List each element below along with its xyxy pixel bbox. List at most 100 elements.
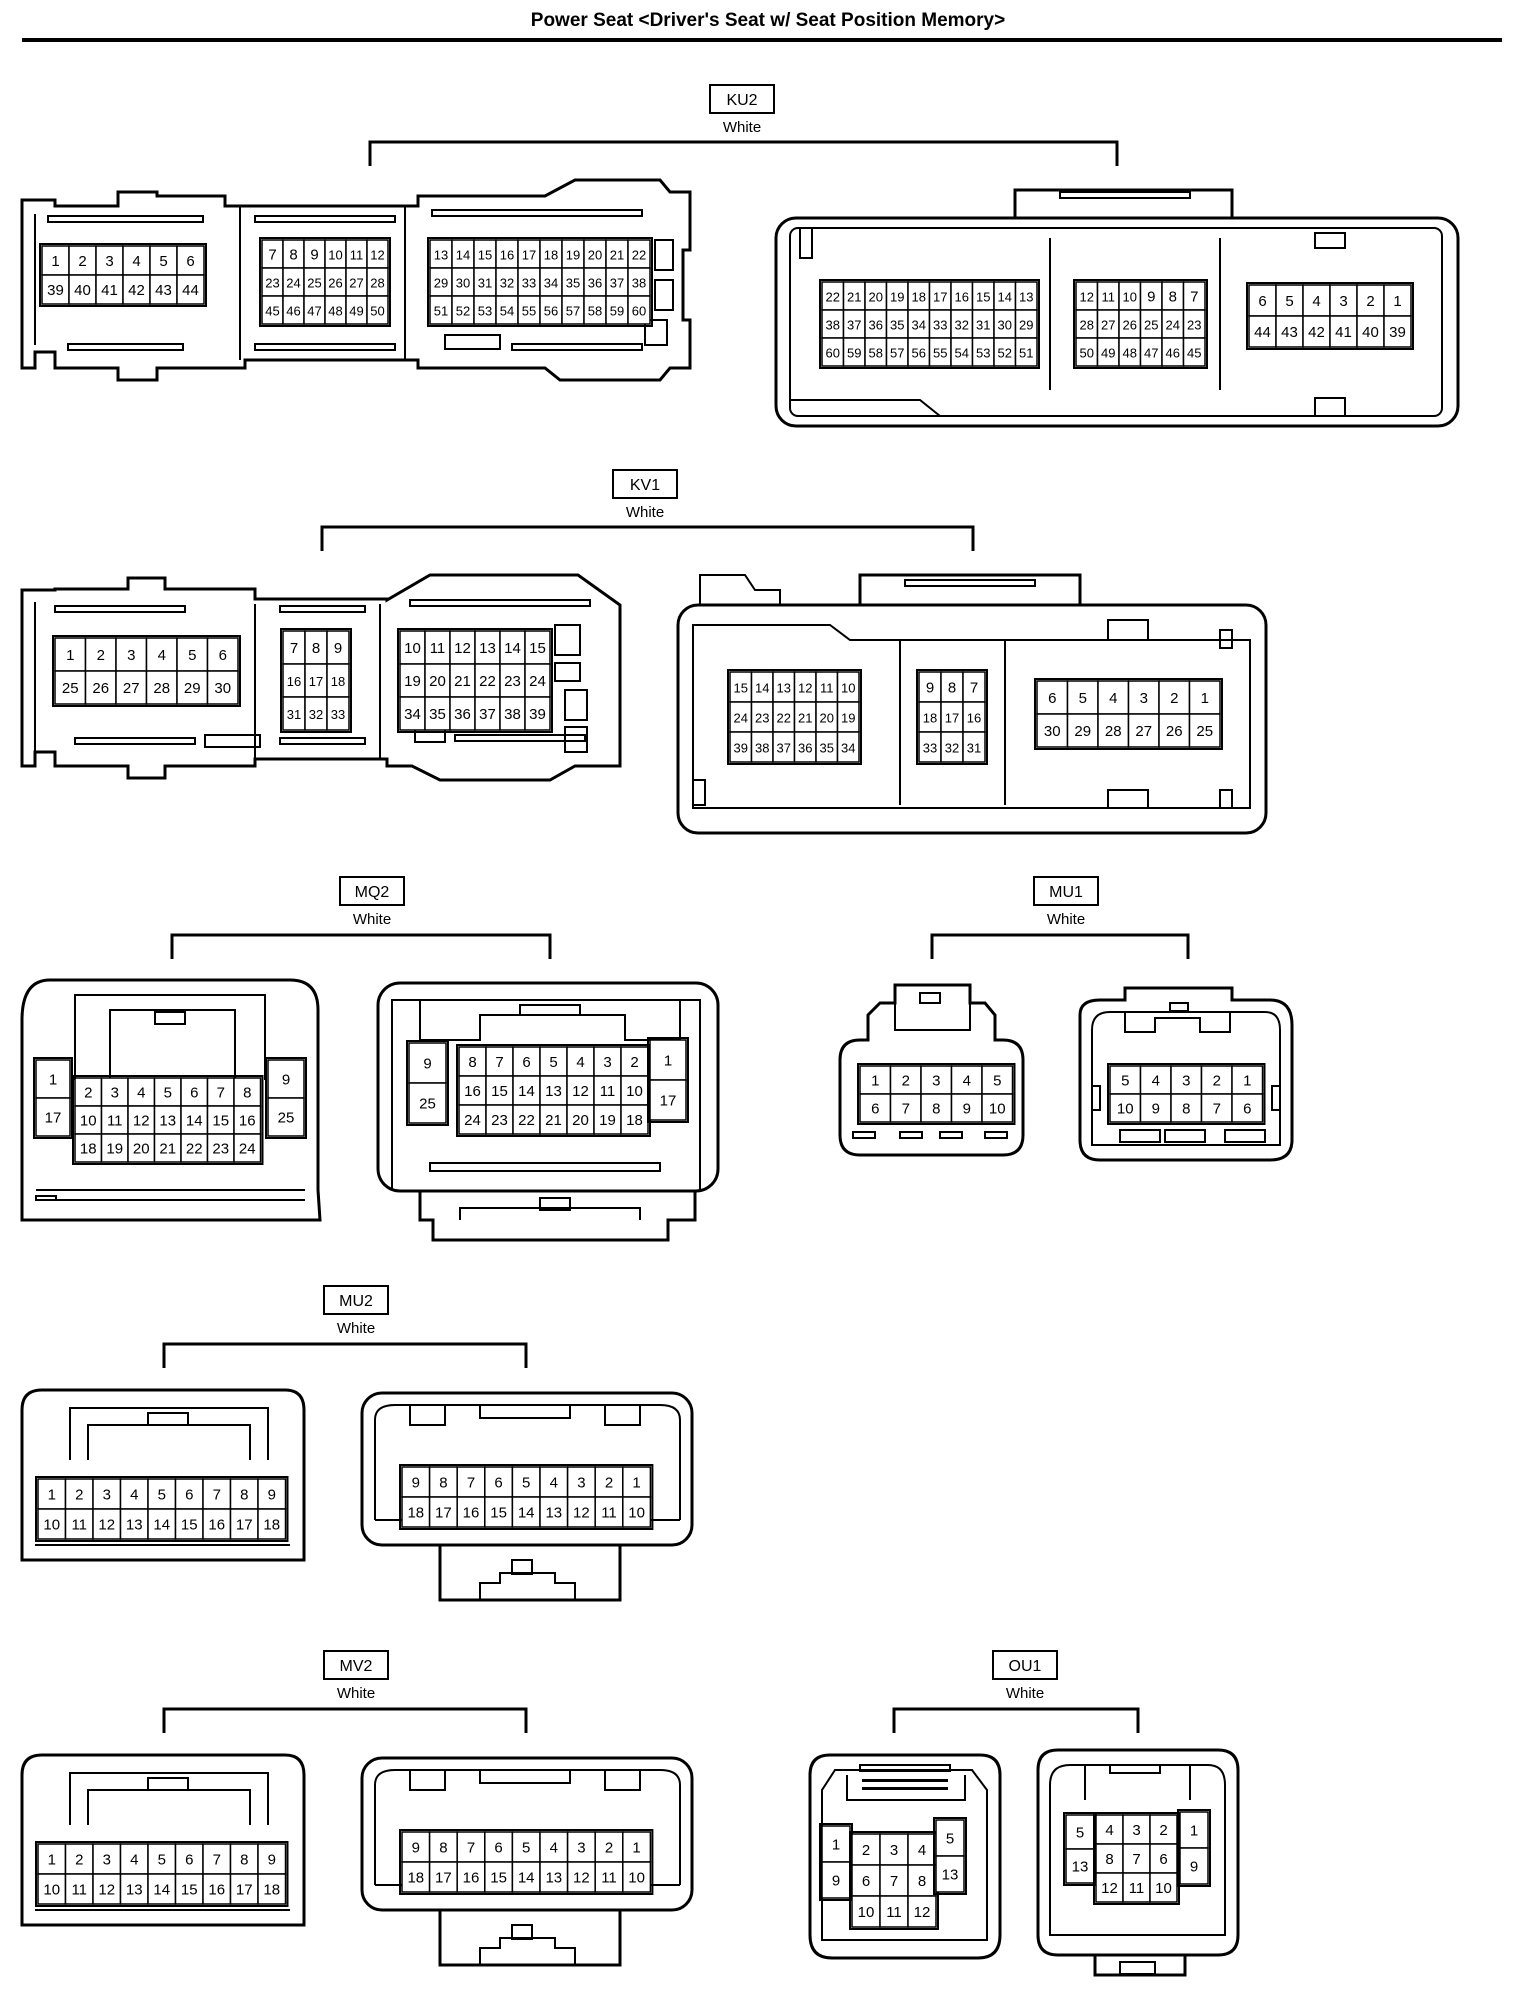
pin-block-frame bbox=[1034, 678, 1223, 750]
pin-number: 1 bbox=[871, 1073, 879, 1090]
pin-cell bbox=[1231, 1093, 1264, 1123]
pin-number: 5 bbox=[188, 647, 196, 664]
pin-number: 35 bbox=[820, 741, 834, 756]
connector-bracket bbox=[930, 933, 1190, 959]
pin-number: 19 bbox=[566, 248, 580, 263]
housing-outline bbox=[20, 1753, 306, 1927]
connector-label-box bbox=[992, 1650, 1058, 1680]
connector-color: White bbox=[723, 119, 761, 136]
pin-cell bbox=[176, 274, 205, 305]
pin-number: 41 bbox=[101, 282, 118, 299]
pin-number: 22 bbox=[518, 1112, 535, 1129]
pin-block-frame bbox=[399, 1829, 654, 1895]
housing-outline bbox=[919, 992, 941, 1004]
pin-number: 42 bbox=[128, 282, 145, 299]
pin-number: 12 bbox=[370, 248, 384, 263]
pin-cell bbox=[622, 1466, 652, 1498]
pin-cell bbox=[267, 1097, 305, 1137]
pin-cell bbox=[851, 1864, 881, 1897]
pin-number: 1 bbox=[1393, 293, 1401, 310]
housing-outline bbox=[479, 1770, 571, 1784]
pin-number: 20 bbox=[572, 1112, 589, 1129]
pin-cell bbox=[233, 1133, 262, 1163]
housing-outline bbox=[899, 640, 1006, 805]
pin-cell bbox=[229, 1873, 259, 1905]
pin-number: 3 bbox=[890, 1842, 898, 1859]
pin-cell bbox=[920, 1065, 953, 1095]
pin-cell bbox=[566, 1104, 595, 1135]
housing-outline bbox=[554, 624, 581, 656]
pin-number: 11 bbox=[601, 1505, 617, 1522]
housing-outline bbox=[109, 1009, 236, 1080]
pin-number: 37 bbox=[610, 276, 624, 291]
pin-number: 28 bbox=[1080, 318, 1094, 333]
pin-number: 8 bbox=[240, 1852, 248, 1869]
pin-cell bbox=[594, 1861, 624, 1893]
pin-number: 58 bbox=[869, 346, 883, 361]
pin-cell bbox=[1127, 713, 1160, 748]
pin-number: 23 bbox=[491, 1112, 508, 1129]
pin-number: 18 bbox=[407, 1505, 424, 1522]
pin-number: 32 bbox=[945, 741, 959, 756]
pin-number: 2 bbox=[630, 1054, 638, 1071]
pin-cell bbox=[539, 1075, 568, 1106]
pin-number: 31 bbox=[967, 741, 981, 756]
housing-outline bbox=[564, 726, 588, 753]
pin-number: 15 bbox=[478, 248, 492, 263]
pin-block-front: 19 bbox=[819, 1823, 853, 1901]
pin-number: 43 bbox=[1281, 324, 1298, 341]
pin-number: 17 bbox=[660, 1093, 677, 1110]
pin-cell bbox=[401, 1861, 431, 1893]
pin-number: 2 bbox=[1213, 1073, 1221, 1090]
pin-number: 2 bbox=[97, 647, 105, 664]
pin-number: 55 bbox=[522, 304, 536, 319]
pin-number: 10 bbox=[1123, 290, 1137, 305]
pin-cell bbox=[512, 1075, 541, 1106]
pin-number: 14 bbox=[998, 290, 1012, 305]
pin-number: 43 bbox=[155, 282, 172, 299]
pin-number: 24 bbox=[734, 711, 748, 726]
housing-outline bbox=[409, 1404, 446, 1426]
housing-outline bbox=[1124, 1012, 1231, 1033]
pin-number: 16 bbox=[500, 248, 514, 263]
pin-cell bbox=[176, 245, 205, 276]
housing-outline bbox=[438, 1910, 622, 1967]
housing-outline bbox=[87, 1424, 251, 1460]
pin-cell bbox=[1179, 1811, 1209, 1849]
pin-number: 29 bbox=[1019, 318, 1033, 333]
pin-number: 3 bbox=[103, 1852, 111, 1869]
pin-number: 17 bbox=[236, 1517, 253, 1534]
housing-outline bbox=[699, 574, 781, 605]
pin-cell bbox=[174, 1508, 204, 1540]
pin-cell bbox=[1158, 680, 1191, 715]
pin-number: 6 bbox=[871, 1101, 879, 1118]
pin-cell bbox=[1139, 1093, 1172, 1123]
housing-outline bbox=[20, 178, 692, 382]
pin-number: 37 bbox=[777, 741, 791, 756]
housing-outline bbox=[676, 603, 1268, 835]
housing-outline bbox=[604, 1769, 641, 1791]
pin-number: 32 bbox=[309, 707, 323, 722]
pin-cell bbox=[1095, 1872, 1124, 1903]
connector-color: White bbox=[1006, 1685, 1044, 1702]
housing-outline bbox=[431, 209, 643, 217]
pin-cell bbox=[1149, 1872, 1178, 1903]
pin-number: 7 bbox=[213, 1487, 221, 1504]
pin-number: 1 bbox=[1243, 1073, 1251, 1090]
pin-number: 5 bbox=[1076, 1825, 1084, 1842]
pin-number: 6 bbox=[219, 647, 227, 664]
pin-number: 54 bbox=[955, 346, 969, 361]
pin-number: 5 bbox=[158, 1852, 166, 1869]
housing-outline bbox=[444, 334, 501, 350]
pin-cell bbox=[428, 1861, 458, 1893]
pin-cell bbox=[566, 1046, 595, 1077]
pin-number: 16 bbox=[464, 1083, 481, 1100]
pin-cell bbox=[37, 1508, 67, 1540]
pin-number: 5 bbox=[522, 1840, 530, 1857]
pin-cell bbox=[74, 1133, 103, 1163]
pin-cell bbox=[147, 1843, 177, 1875]
pin-block-frame bbox=[933, 1817, 967, 1895]
pin-block-frame bbox=[72, 1075, 264, 1165]
